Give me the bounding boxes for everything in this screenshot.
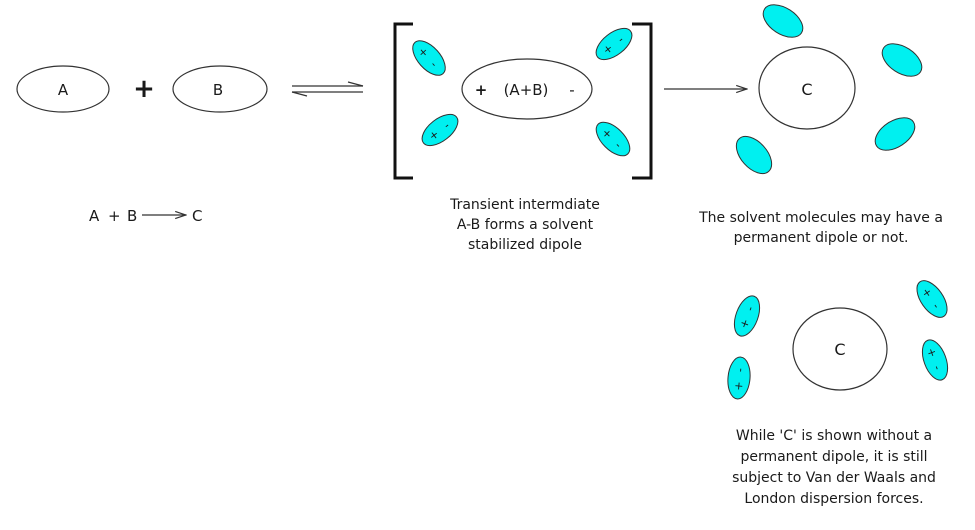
dipole-minus: - — [734, 368, 747, 373]
caption-line: permanent dipole or not. — [733, 230, 909, 246]
intermediate-plus: + — [475, 81, 488, 99]
equation-a: A — [89, 207, 100, 225]
equilibrium-arrow-icon — [291, 81, 364, 97]
solvent-molecule — [762, 4, 804, 38]
dipole-minus: - — [615, 33, 626, 46]
reactant-b: B — [172, 65, 268, 113]
solvent-molecule — [735, 135, 773, 175]
solvent-molecule — [881, 43, 923, 77]
solvent-dipole: + - — [421, 113, 459, 147]
caption-line: subject to Van der Waals and — [732, 470, 936, 486]
left-bracket — [393, 22, 413, 180]
solvent-dipole: + - — [916, 280, 948, 318]
intermediate-dipole: + (A+B) - — [461, 58, 593, 120]
dipole-plus: + — [732, 381, 746, 391]
solvent-dipole: + - — [921, 339, 949, 381]
intermediate-caption: Transient intermdiate A-B forms a solven… — [405, 195, 645, 255]
equation-b: B — [127, 207, 137, 225]
equation-c: C — [192, 207, 202, 225]
solvent-dipole: + - — [595, 121, 631, 157]
solvent-dipole: + - — [733, 295, 761, 337]
dipole-minus: - — [743, 305, 757, 313]
overall-equation: A + B C — [89, 207, 202, 225]
product-c: C — [758, 46, 856, 130]
intermediate-label: (A+B) — [504, 81, 549, 99]
product-c-second: C — [792, 307, 888, 391]
caption-line: permanent dipole, it is still — [740, 449, 928, 465]
caption-line: London dispersion forces. — [744, 491, 924, 507]
dipole-minus: - — [428, 58, 440, 70]
reactant-b-label: B — [213, 81, 223, 99]
product-caption: While 'C' is shown without a permanent d… — [700, 426, 968, 510]
equation-plus: + — [108, 207, 121, 225]
caption-line: stabilized dipole — [468, 237, 582, 253]
caption-line: While 'C' is shown without a — [735, 428, 933, 444]
product-c-label: C — [801, 80, 812, 99]
solvent-dipole: + - — [412, 40, 446, 76]
dipole-minus: - — [930, 364, 944, 372]
reactant-a-label: A — [58, 81, 69, 99]
dipole-minus: - — [930, 300, 943, 311]
intermediate-minus: - — [569, 81, 574, 99]
dipole-plus: + — [924, 346, 939, 359]
product-c-second-label: C — [834, 340, 845, 359]
plus-sign: + — [133, 74, 155, 104]
solvent-caption: The solvent molecules may have a permane… — [676, 208, 966, 248]
dipole-minus: - — [441, 119, 452, 132]
solvent-dipole: + - — [595, 27, 633, 61]
solvent-molecule — [874, 117, 916, 151]
caption-line: Transient intermdiate — [450, 197, 600, 213]
solvent-dipole: + - — [727, 356, 751, 400]
right-bracket — [632, 22, 653, 180]
caption-line: The solvent molecules may have a — [699, 210, 943, 226]
reactant-a: A — [16, 65, 110, 113]
caption-line: A-B forms a solvent — [456, 217, 594, 233]
dipole-plus: + — [737, 317, 752, 330]
